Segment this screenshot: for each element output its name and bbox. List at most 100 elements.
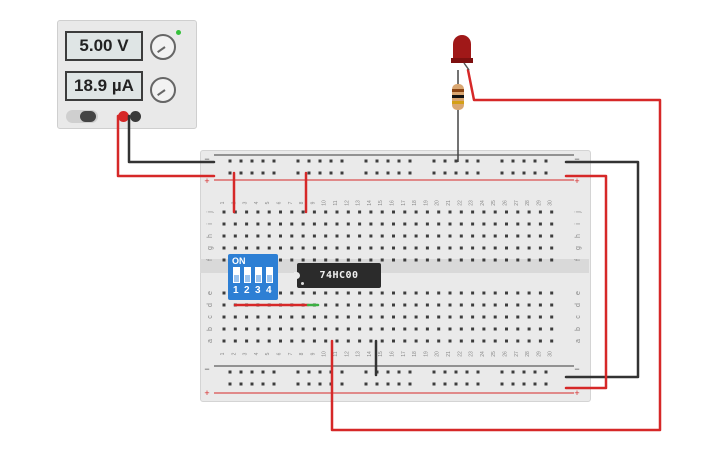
rail-hole[interactable] bbox=[432, 171, 436, 175]
rail-hole[interactable] bbox=[340, 171, 344, 175]
rail-hole[interactable] bbox=[544, 370, 548, 374]
current-knob[interactable] bbox=[150, 77, 176, 103]
breadboard-hole[interactable] bbox=[358, 222, 362, 226]
breadboard-hole[interactable] bbox=[538, 210, 542, 214]
breadboard-hole[interactable] bbox=[346, 291, 350, 295]
rail-hole[interactable] bbox=[465, 370, 469, 374]
breadboard-hole[interactable] bbox=[448, 339, 452, 343]
power-toggle-button[interactable] bbox=[66, 110, 98, 123]
rail-hole[interactable] bbox=[250, 382, 254, 386]
breadboard-hole[interactable] bbox=[538, 258, 542, 262]
breadboard-hole[interactable] bbox=[448, 234, 452, 238]
breadboard-hole[interactable] bbox=[493, 339, 497, 343]
rail-hole[interactable] bbox=[318, 370, 322, 374]
rail-hole[interactable] bbox=[408, 159, 412, 163]
breadboard-hole[interactable] bbox=[437, 291, 441, 295]
breadboard-hole[interactable] bbox=[527, 315, 531, 319]
breadboard-hole[interactable] bbox=[448, 258, 452, 262]
breadboard-hole[interactable] bbox=[550, 303, 554, 307]
rail-hole[interactable] bbox=[533, 382, 537, 386]
breadboard-hole[interactable] bbox=[312, 222, 316, 226]
breadboard-hole[interactable] bbox=[279, 327, 282, 331]
breadboard-hole[interactable] bbox=[301, 291, 305, 295]
breadboard-hole[interactable] bbox=[222, 246, 226, 250]
voltage-knob[interactable] bbox=[150, 34, 176, 60]
breadboard-hole[interactable] bbox=[482, 315, 486, 319]
rail-hole[interactable] bbox=[261, 370, 265, 374]
breadboard-hole[interactable] bbox=[256, 210, 260, 214]
breadboard-hole[interactable] bbox=[279, 222, 282, 226]
dip-switch-toggle-2[interactable] bbox=[244, 267, 251, 283]
breadboard-hole[interactable] bbox=[437, 222, 441, 226]
breadboard-hole[interactable] bbox=[550, 339, 554, 343]
breadboard-hole[interactable] bbox=[392, 258, 395, 262]
breadboard-hole[interactable] bbox=[538, 315, 542, 319]
rail-hole[interactable] bbox=[544, 159, 548, 163]
rail-hole[interactable] bbox=[454, 382, 458, 386]
breadboard-hole[interactable] bbox=[414, 315, 418, 319]
breadboard-hole[interactable] bbox=[245, 222, 249, 226]
breadboard-hole[interactable] bbox=[527, 327, 531, 331]
rail-hole[interactable] bbox=[307, 370, 311, 374]
rail-hole[interactable] bbox=[500, 370, 504, 374]
rail-hole[interactable] bbox=[261, 171, 265, 175]
rail-hole[interactable] bbox=[318, 159, 322, 163]
rail-hole[interactable] bbox=[329, 171, 333, 175]
dip-switch-toggle-4[interactable] bbox=[266, 267, 273, 283]
breadboard-hole[interactable] bbox=[493, 315, 497, 319]
breadboard-hole[interactable] bbox=[392, 315, 395, 319]
breadboard-hole[interactable] bbox=[267, 222, 271, 226]
breadboard-hole[interactable] bbox=[335, 327, 339, 331]
breadboard-hole[interactable] bbox=[346, 222, 350, 226]
rail-hole[interactable] bbox=[364, 171, 368, 175]
rail-hole[interactable] bbox=[533, 370, 537, 374]
breadboard-hole[interactable] bbox=[312, 327, 316, 331]
breadboard-hole[interactable] bbox=[290, 327, 294, 331]
breadboard-hole[interactable] bbox=[550, 258, 554, 262]
breadboard-hole[interactable] bbox=[380, 291, 384, 295]
breadboard-hole[interactable] bbox=[425, 291, 429, 295]
breadboard-hole[interactable] bbox=[256, 246, 260, 250]
breadboard-hole[interactable] bbox=[324, 246, 328, 250]
breadboard-hole[interactable] bbox=[493, 327, 497, 331]
breadboard-hole[interactable] bbox=[279, 246, 282, 250]
breadboard-hole[interactable] bbox=[312, 210, 316, 214]
breadboard-hole[interactable] bbox=[279, 315, 282, 319]
rail-hole[interactable] bbox=[239, 159, 243, 163]
rail-hole[interactable] bbox=[250, 171, 254, 175]
breadboard-hole[interactable] bbox=[358, 234, 362, 238]
rail-hole[interactable] bbox=[364, 370, 368, 374]
wire-led-output[interactable] bbox=[330, 68, 662, 432]
breadboard-hole[interactable] bbox=[346, 246, 350, 250]
breadboard-hole[interactable] bbox=[493, 210, 497, 214]
breadboard-hole[interactable] bbox=[290, 291, 294, 295]
breadboard-hole[interactable] bbox=[538, 246, 542, 250]
breadboard-hole[interactable] bbox=[301, 234, 305, 238]
breadboard-hole[interactable] bbox=[346, 303, 350, 307]
breadboard-hole[interactable] bbox=[493, 303, 497, 307]
rail-hole[interactable] bbox=[375, 382, 379, 386]
breadboard-hole[interactable] bbox=[312, 315, 316, 319]
breadboard-hole[interactable] bbox=[425, 222, 429, 226]
breadboard-hole[interactable] bbox=[505, 327, 508, 331]
breadboard-hole[interactable] bbox=[437, 339, 441, 343]
breadboard-hole[interactable] bbox=[437, 210, 441, 214]
negative-terminal[interactable] bbox=[130, 111, 141, 122]
breadboard-hole[interactable] bbox=[346, 234, 350, 238]
breadboard-hole[interactable] bbox=[538, 339, 542, 343]
breadboard-hole[interactable] bbox=[346, 327, 350, 331]
breadboard-hole[interactable] bbox=[482, 303, 486, 307]
breadboard-hole[interactable] bbox=[527, 222, 531, 226]
rail-hole[interactable] bbox=[397, 171, 401, 175]
breadboard-hole[interactable] bbox=[233, 234, 237, 238]
breadboard-hole[interactable] bbox=[267, 210, 271, 214]
breadboard-hole[interactable] bbox=[516, 234, 520, 238]
rail-hole[interactable] bbox=[454, 159, 458, 163]
rail-hole[interactable] bbox=[296, 382, 300, 386]
breadboard-hole[interactable] bbox=[482, 327, 486, 331]
breadboard-hole[interactable] bbox=[414, 210, 418, 214]
breadboard-hole[interactable] bbox=[437, 246, 441, 250]
breadboard-hole[interactable] bbox=[493, 222, 497, 226]
breadboard-hole[interactable] bbox=[425, 210, 429, 214]
